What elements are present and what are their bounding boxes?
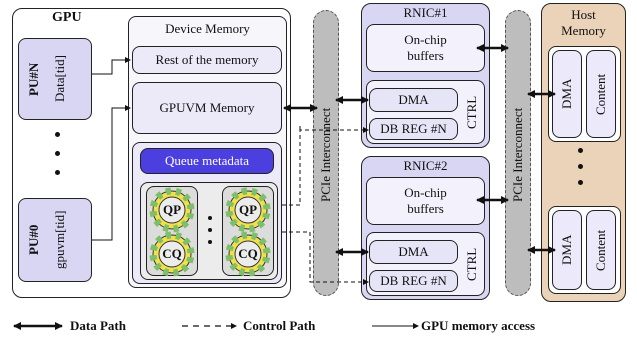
pu-n-label: PU#N: [26, 62, 41, 96]
queue-ellipsis: [208, 216, 213, 244]
rnic2-dma-box: DMA: [369, 240, 458, 264]
pu-n-block: [18, 38, 92, 120]
qp-label-right: QP: [238, 202, 258, 217]
legend-data-path-label: Data Path: [70, 318, 126, 333]
host-ellipsis: [578, 148, 583, 185]
cq-label-right: CQ: [238, 246, 258, 261]
pu-n-sub: Data[tid]: [52, 55, 67, 103]
legend-gpu-access-label: GPU memory access: [421, 318, 536, 333]
queue-pair-right: [222, 186, 274, 276]
rnic1-dma-box: DMA: [369, 88, 458, 112]
gpuvm-memory-box: GPUVM Memory: [132, 82, 282, 134]
rnic1-onchip-buffers: On-chip buffers: [366, 24, 485, 72]
rnic1-db-reg-box: DB REG #N: [369, 118, 458, 140]
host-memory-title: Host Memory: [561, 7, 606, 38]
rest-of-memory-box: Rest of the memory: [132, 46, 282, 74]
host-dma-lower: DMA: [552, 210, 582, 290]
host-content-upper: Content: [586, 50, 616, 138]
gpu-title: GPU: [52, 10, 82, 25]
rnic2-onchip-buffers: On-chip buffers: [366, 177, 485, 225]
queue-pair-left: [146, 186, 198, 276]
pu-0-sub: gpuvm[tid]: [52, 210, 67, 270]
pcie-interconnect-right: [505, 10, 531, 296]
queue-metadata-box: Queue metadata: [140, 148, 274, 174]
host-content-lower: Content: [586, 210, 616, 290]
qp-label-left: QP: [162, 202, 182, 217]
pcie-left-label: PCIe Interconnect: [318, 107, 333, 203]
rnic1-title: RNIC#1: [403, 5, 448, 20]
pu-0-label: PU#0: [26, 224, 41, 256]
rnic2-db-reg-box: DB REG #N: [369, 270, 458, 292]
cq-label-left: CQ: [162, 246, 182, 261]
pcie-right-label: PCIe Interconnect: [510, 107, 525, 203]
host-dma-upper: DMA: [552, 50, 582, 138]
rnic1-ctrl-label: CTRL: [464, 95, 479, 129]
device-memory-title: Device Memory: [165, 21, 250, 36]
rnic2-title: RNIC#2: [403, 158, 448, 173]
pu-0-block: [18, 198, 92, 282]
pu-ellipsis: [55, 126, 63, 189]
rnic2-ctrl-label: CTRL: [464, 247, 479, 281]
legend-control-path-label: Control Path: [243, 318, 316, 333]
